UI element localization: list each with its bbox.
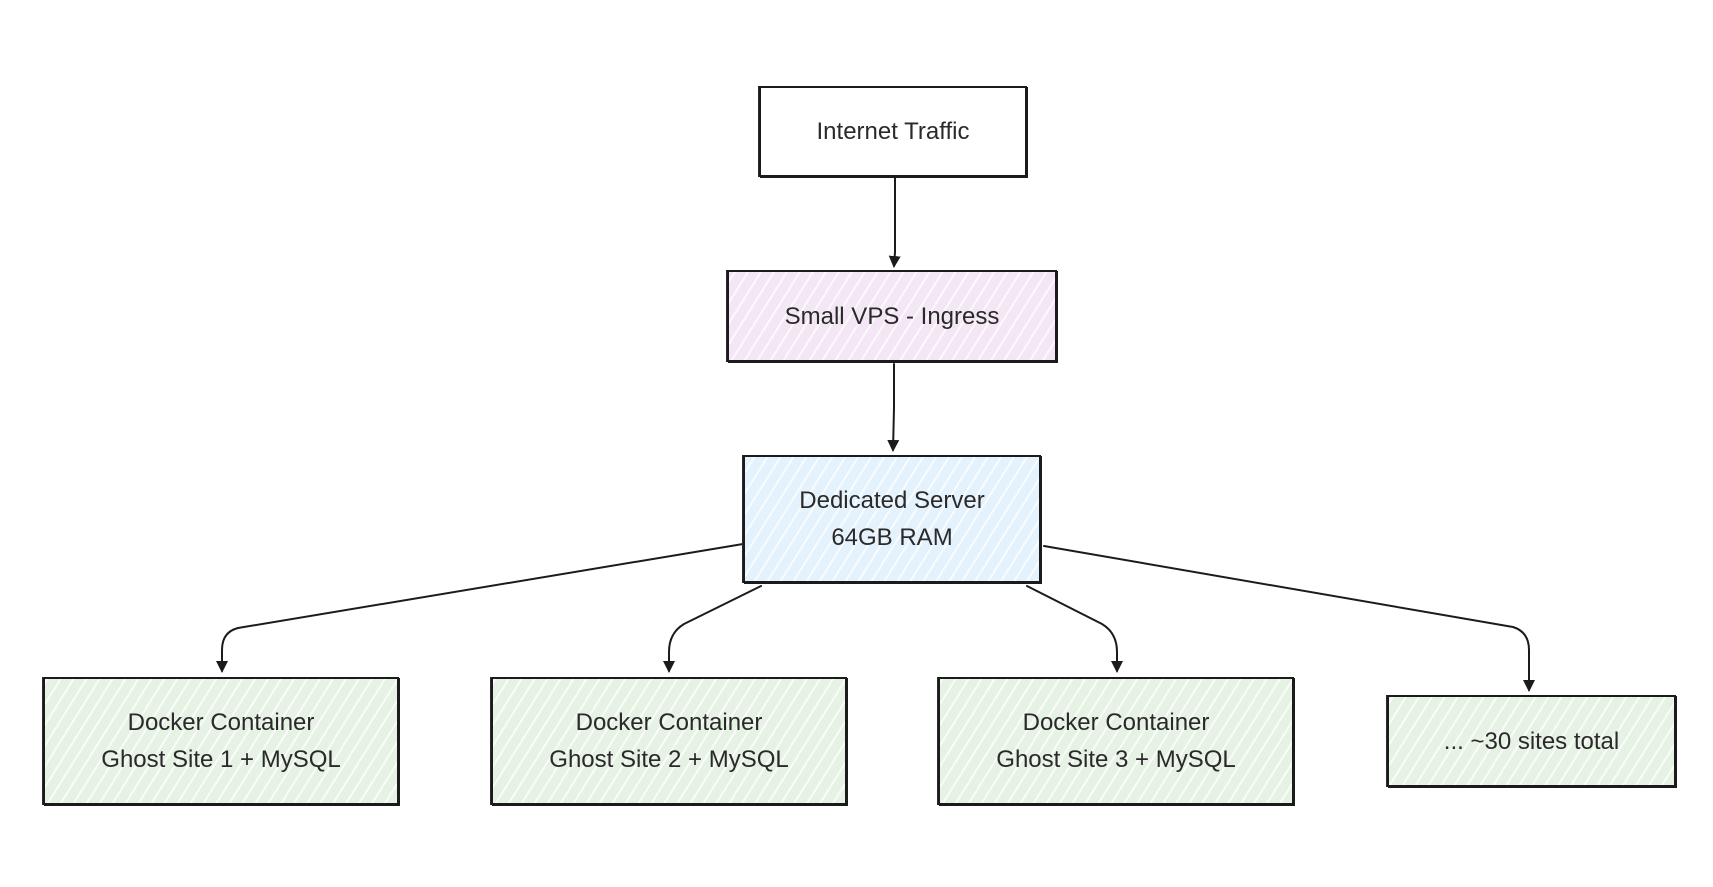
- docker-container-2-detail: Ghost Site 2 + MySQL: [549, 746, 789, 773]
- docker-container-node-1: Docker Container Ghost Site 1 + MySQL: [43, 677, 399, 805]
- edge-internet-to-vps: [888, 177, 901, 268]
- docker-container-1-title: Docker Container: [127, 709, 315, 736]
- edge-server-to-container1: [216, 543, 744, 673]
- internet-traffic-label: Internet Traffic: [816, 118, 970, 145]
- edge-server-to-more: [1043, 545, 1535, 692]
- docker-container-3-title: Docker Container: [1022, 709, 1210, 736]
- more-sites-node: ... ~30 sites total: [1387, 695, 1676, 787]
- internet-traffic-node: Internet Traffic: [759, 86, 1027, 177]
- dedicated-server-label: Dedicated Server: [799, 487, 985, 514]
- vps-ingress-label: Small VPS - Ingress: [784, 302, 1000, 330]
- edge-vps-to-server: [887, 363, 900, 452]
- edge-server-to-container3: [1026, 585, 1123, 673]
- docker-container-node-2: Docker Container Ghost Site 2 + MySQL: [491, 677, 847, 805]
- docker-container-2-title: Docker Container: [575, 709, 763, 736]
- docker-container-node-3: Docker Container Ghost Site 3 + MySQL: [938, 677, 1294, 805]
- docker-container-3-detail: Ghost Site 3 + MySQL: [996, 746, 1236, 773]
- docker-container-1-detail: Ghost Site 1 + MySQL: [101, 746, 341, 773]
- vps-ingress-node: Small VPS - Ingress: [727, 270, 1057, 362]
- dedicated-server-ram: 64GB RAM: [831, 524, 953, 551]
- dedicated-server-node: Dedicated Server 64GB RAM: [743, 455, 1041, 583]
- more-sites-label: ... ~30 sites total: [1443, 727, 1620, 755]
- edge-server-to-container2: [663, 585, 762, 673]
